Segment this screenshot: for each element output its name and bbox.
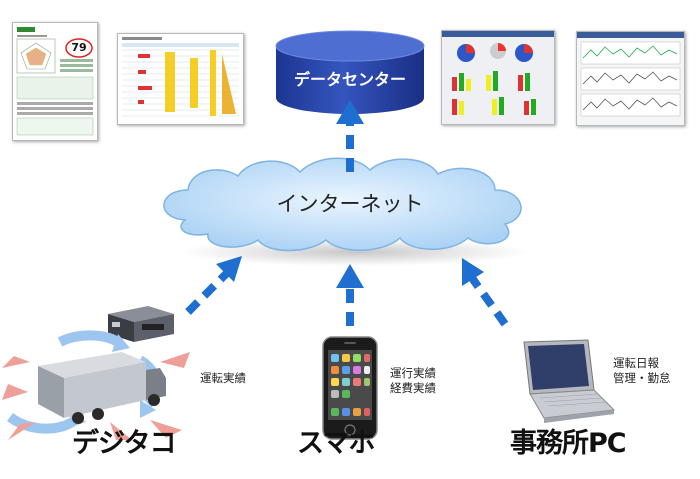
internet-label: インターネット [276, 192, 424, 216]
office-pc-caption: 運転日報 管理・勤怠 [613, 356, 671, 386]
arrow-internet-to-datacenter [336, 100, 364, 172]
datacenter-label: データセンター [293, 70, 406, 89]
smartphone-caption-line: 経費実績 [390, 381, 436, 395]
internet-cloud [163, 157, 530, 266]
report-score: 79 [71, 41, 87, 54]
pie-dashboard-graphic [442, 31, 554, 124]
line-chart-thumbnail [576, 31, 685, 126]
datacenter-cylinder [275, 30, 425, 114]
spreadsheet-graphic [118, 34, 243, 124]
spreadsheet-thumbnail [117, 33, 244, 125]
smartphone-icon [322, 336, 378, 440]
arrow-digitacho-to-internet [185, 256, 242, 315]
office-pc-caption-line: 運転日報 [613, 356, 659, 370]
smartphone-caption-line: 運行実績 [390, 366, 436, 380]
digitacho-caption: 運転実績 [200, 371, 246, 386]
office-pc-caption-line: 管理・勤怠 [613, 371, 671, 385]
arrow-smartphone-to-internet [336, 264, 364, 326]
arrow-office-pc-to-internet [462, 258, 509, 327]
digitacho-label: デジタコ [72, 428, 176, 459]
report-sheet-thumbnail: 79 [12, 22, 98, 141]
truck-icon [2, 330, 190, 440]
line-chart-graphic [577, 32, 684, 125]
smartphone-caption: 運行実績 経費実績 [390, 366, 436, 396]
digitacho-caption-line: 運転実績 [200, 371, 246, 385]
report-sheet-graphic [16, 27, 94, 136]
smartphone-label: スマホ [297, 428, 375, 459]
pie-dashboard-thumbnail [441, 30, 555, 125]
laptop-icon [523, 339, 616, 423]
office-pc-label: 事務所PC [510, 428, 627, 459]
